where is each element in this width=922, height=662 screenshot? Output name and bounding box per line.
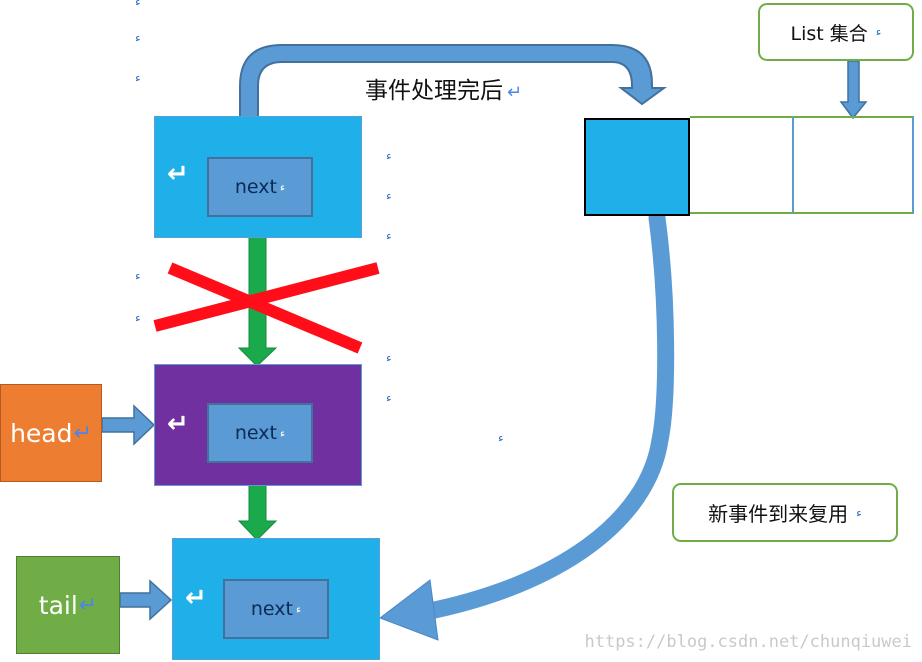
para-mark: ء [135,311,141,325]
cross-stroke-a [167,262,363,354]
tail-label: tail [38,590,78,620]
para-mark: ء [386,351,392,365]
list-callout: List 集合 ء [758,3,914,61]
reuse-label: 新事件到来复用 [708,502,849,526]
tail-box: tail↵ [16,556,120,654]
return-mark: ↵ [167,159,189,189]
para-mark: ء [875,25,882,39]
return-mark: ↵ [78,592,98,618]
para-mark: ء [386,189,392,203]
para-mark: ء [386,229,392,243]
para-mark: ء [279,426,286,440]
reuse-callout: 新事件到来复用 ء [672,483,898,542]
para-mark: ء [135,269,141,283]
return-mark: ↵ [185,583,207,613]
tail-pointer-arrow [119,579,173,621]
processed-label: 事件处理完后↵ [365,78,523,104]
list-label: List 集合 [790,22,868,45]
para-mark: ء [295,602,302,616]
reuse-flow-arrow-shaft [416,209,675,621]
reuse-flow-arrow-head [378,579,439,641]
para-mark: ء [135,71,141,85]
return-mark: ↵ [507,82,523,103]
next-label: next [234,176,277,198]
next-label: next [234,422,277,444]
processed-flow-arrow [239,44,668,119]
para-mark: ء [498,431,504,445]
list-pointer-arrow [839,60,868,120]
para-mark: ء [386,149,392,163]
para-mark: ء [386,391,392,405]
para-mark: ء [279,180,286,194]
head-label: head [10,418,73,448]
head-pointer-arrow [101,404,156,446]
para-mark: ء [135,0,141,9]
cross-stroke-b [153,262,380,332]
return-mark: ↵ [73,420,92,446]
next-label: next [250,598,293,620]
head-box: head↵ [0,384,102,482]
para-mark: ء [135,31,141,45]
list-cell-empty-1 [690,116,794,214]
para-mark: ء [856,505,862,520]
list-cell-filled [584,118,690,216]
list-cell-empty-2 [794,116,914,214]
watermark: https://blog.csdn.net/chunqiuwei [584,632,912,652]
return-mark: ↵ [167,409,189,439]
